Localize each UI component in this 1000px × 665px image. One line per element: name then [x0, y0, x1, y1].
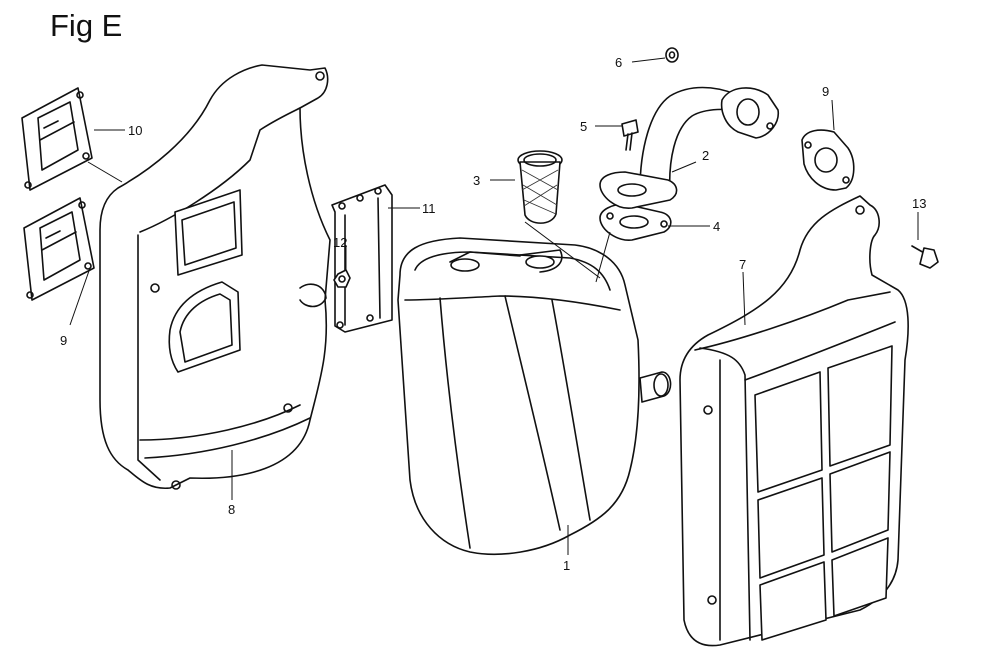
part-9-upper-plate: [21, 87, 93, 191]
part-4-gasket: [599, 203, 672, 241]
part-7-protector: [679, 195, 909, 647]
callout-10: 9: [822, 84, 829, 99]
callout-9-lower: 9: [60, 333, 67, 348]
callout-6: 6: [615, 55, 622, 70]
part-9-lower-plate: [23, 197, 95, 301]
callout-13: 13: [912, 196, 926, 211]
leader-lines: [69, 57, 919, 555]
callout-9-upper: 10: [128, 123, 142, 138]
part-10-gasket: [801, 129, 855, 191]
callout-12: 12: [333, 235, 347, 250]
figure-title: Fig E: [50, 8, 123, 43]
callout-4: 4: [713, 219, 720, 234]
louver-grid: [754, 345, 893, 641]
part-5-bolt: [621, 119, 639, 151]
callout-2: 2: [702, 148, 709, 163]
part-13-bolt: [911, 245, 939, 269]
part-6-nut: [665, 47, 679, 63]
part-2-exhaust-pipe: [599, 86, 780, 209]
part-8-cover: [99, 64, 331, 490]
callout-3: 3: [473, 173, 480, 188]
callout-5: 5: [580, 119, 587, 134]
part-1-muffler: [397, 237, 672, 556]
callout-7: 7: [739, 257, 746, 272]
callout-11: 11: [422, 201, 436, 216]
callout-8: 8: [228, 502, 235, 517]
callout-1: 1: [563, 558, 570, 573]
part-11-bracket: [331, 184, 393, 333]
part-3-screen: [517, 150, 563, 224]
callout-labels: 10 9 8 11 12 3 1 5 6 2 4 9 13 7: [60, 55, 926, 573]
